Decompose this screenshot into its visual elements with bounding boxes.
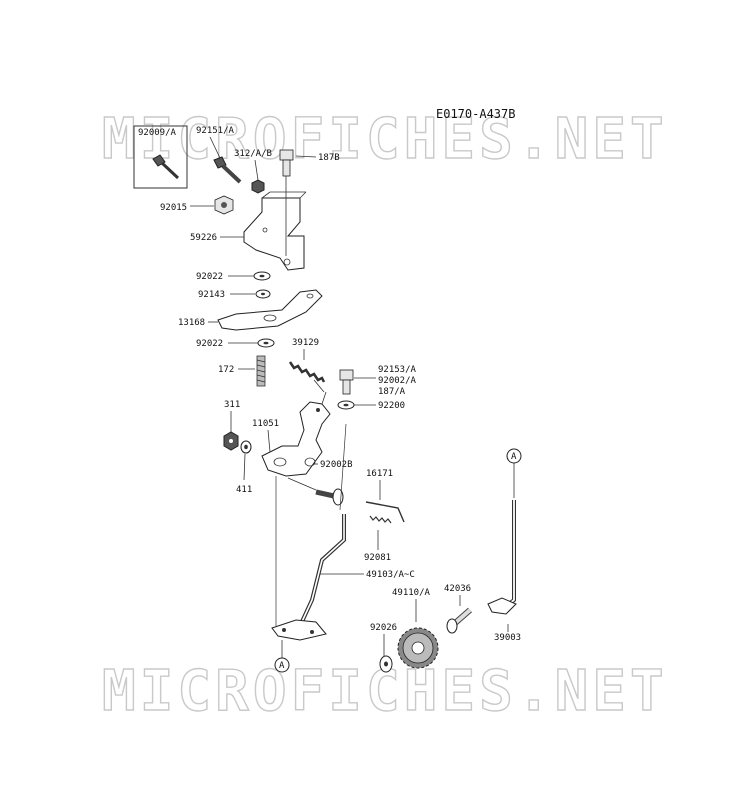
part-label-92015: 92015: [160, 203, 187, 213]
spring-92081-icon: [369, 515, 392, 524]
diagram-code: E0170-A437B: [436, 107, 515, 121]
part-label-92143: 92143: [198, 290, 225, 300]
part-label-92009: 92009/A: [138, 128, 177, 138]
part-label-49103: 49103/A~C: [366, 570, 415, 580]
part-label-49110: 49110/A: [392, 588, 431, 598]
rod-39003-icon: [487, 500, 517, 615]
lever-11051-icon: [261, 391, 331, 477]
part-label-39003: 39003: [494, 633, 521, 643]
plate-13168-icon: [217, 289, 323, 331]
spring-39129-icon: [288, 361, 326, 393]
part-label-312: 312/A/B: [234, 149, 272, 159]
nut-92015-icon: [214, 195, 234, 215]
washer-411-icon: [240, 440, 252, 454]
bracket-59226-icon: [243, 191, 307, 271]
part-label-311: 311: [224, 400, 240, 410]
shaft-172-icon: [256, 355, 266, 387]
rod-49103-icon: [271, 514, 346, 641]
ref-marker-a-top-label: A: [511, 452, 517, 462]
part-label-187b: 187B: [318, 153, 340, 163]
part-label-16171: 16171: [366, 469, 393, 479]
ref-marker-a-top: [506, 448, 522, 464]
bolt-92002b-icon: [315, 488, 344, 506]
part-label-92022-bottom: 92022: [196, 339, 223, 349]
part-label-92151: 92151/A: [196, 126, 235, 136]
nut-312-icon: [251, 179, 265, 194]
part-label-92081: 92081: [364, 553, 391, 563]
part-label-411: 411: [236, 485, 252, 495]
bolt-92009-icon: [152, 154, 180, 180]
watermark-top: MICROFICHES.NET: [102, 107, 668, 172]
bolt-187b-icon: [279, 149, 294, 177]
part-label-59226: 59226: [190, 233, 217, 243]
ref-marker-a-bottom: [274, 657, 290, 673]
bolt-92151-icon: [213, 156, 242, 184]
gear-49110-icon: [397, 627, 439, 669]
pin-16171-icon: [365, 501, 405, 523]
washer-92200-icon: [337, 400, 355, 410]
part-label-92026: 92026: [370, 623, 397, 633]
part-label-39129: 39129: [292, 338, 319, 348]
nut-311-icon: [223, 431, 239, 451]
washer-92026-icon: [379, 655, 393, 673]
washer-92022-top-icon: [253, 271, 271, 281]
part-label-11051: 11051: [252, 419, 279, 429]
pin-42036-icon: [446, 607, 472, 634]
washer-92022-bottom-icon: [257, 338, 275, 348]
part-label-187a: 187/A: [378, 387, 406, 397]
washer-92143-icon: [255, 289, 271, 299]
part-label-172: 172: [218, 365, 234, 375]
bolt-92153-icon: [339, 369, 354, 395]
part-label-92200: 92200: [378, 401, 405, 411]
part-label-92153: 92153/A: [378, 365, 417, 375]
part-label-92002: 92002/A: [378, 376, 417, 386]
part-label-92002b: 92002B: [320, 460, 353, 470]
part-label-92022-top: 92022: [196, 272, 223, 282]
ref-marker-a-bottom-label: A: [279, 661, 285, 671]
part-label-42036: 42036: [444, 584, 471, 594]
bolt-group-box: [133, 125, 188, 189]
part-label-13168: 13168: [178, 318, 205, 328]
